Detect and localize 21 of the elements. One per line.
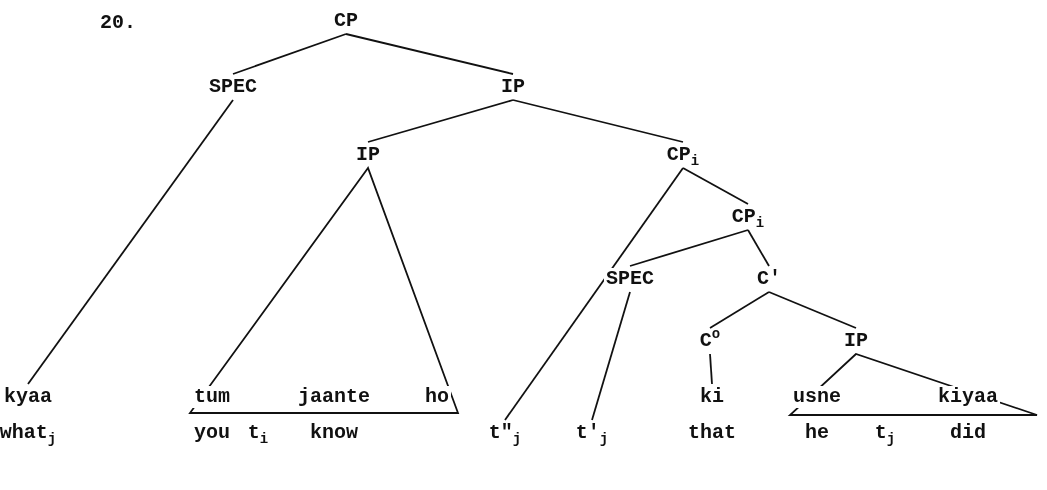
tree-label: CP$_{i}$ bbox=[729, 206, 767, 228]
tree-branch bbox=[232, 33, 347, 75]
word: jaante bbox=[296, 386, 372, 408]
tree-branch bbox=[682, 167, 749, 205]
tree-branch bbox=[709, 353, 713, 385]
tree-branch bbox=[591, 291, 631, 421]
word: kiyaa bbox=[936, 386, 1000, 408]
tree-branch bbox=[747, 229, 770, 267]
word: usne bbox=[791, 386, 843, 408]
tree-branch bbox=[367, 99, 514, 143]
tree-branch bbox=[512, 99, 684, 143]
tree-branch bbox=[768, 291, 857, 329]
tree-branch bbox=[345, 33, 514, 75]
tree-branch bbox=[709, 291, 770, 329]
tree-branch bbox=[504, 167, 684, 421]
tree-branch bbox=[27, 99, 234, 385]
word: kyaa bbox=[2, 386, 54, 408]
example-number: 20. bbox=[100, 12, 136, 34]
tree-branch bbox=[629, 229, 749, 267]
word: tum bbox=[192, 386, 232, 408]
tree-label: CP$_{i}$ bbox=[664, 144, 702, 166]
